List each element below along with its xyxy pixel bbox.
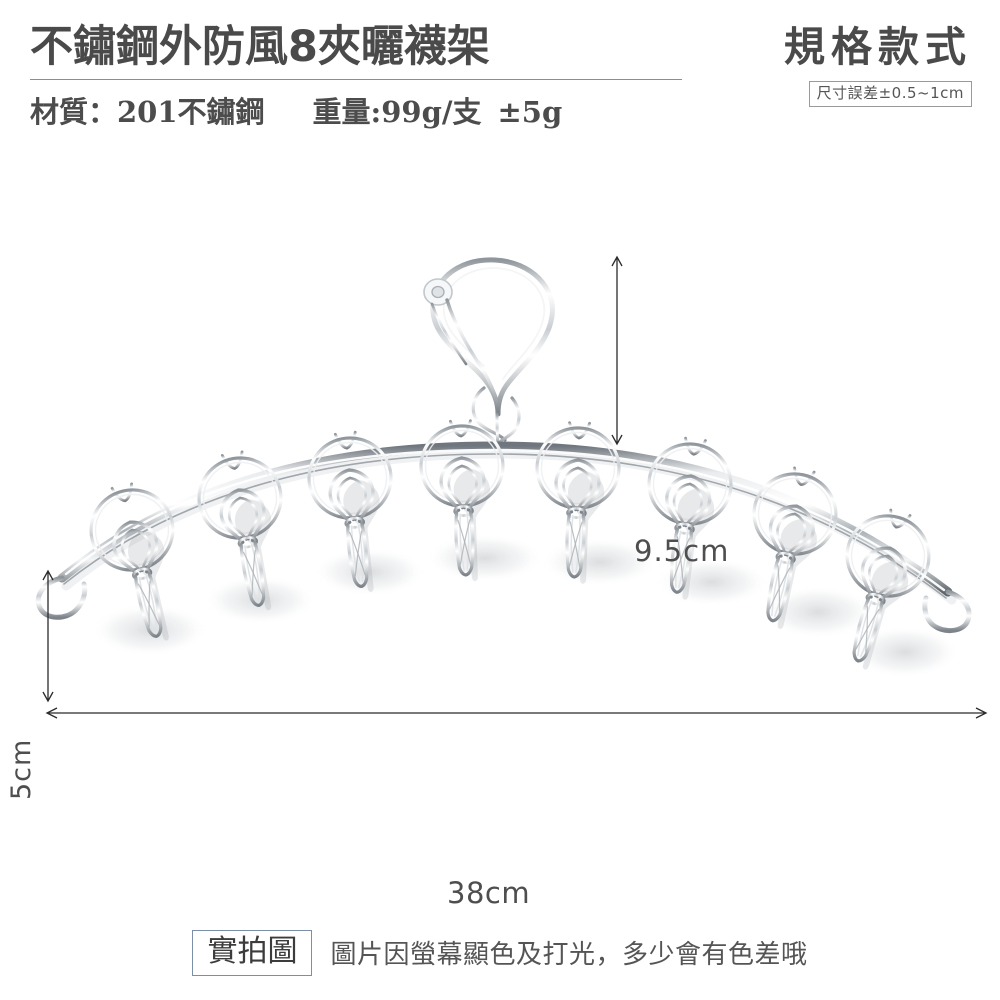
- title-divider: [30, 78, 682, 80]
- material-label: 材質：201不鏽鋼: [30, 94, 265, 129]
- section-title: 規格款式: [784, 23, 972, 71]
- footer-note-row: 實拍圖 圖片因螢幕顯色及打光，多少會有色差哦: [0, 929, 1000, 976]
- dimension-width-label: 38cm: [447, 876, 531, 910]
- hook-swivel: [423, 278, 453, 306]
- dimension-width: [45, 707, 988, 719]
- product-stage: 9.5cm 38cm 5cm: [0, 200, 1000, 910]
- page-title: 不鏽鋼外防風8夾曬襪架: [30, 22, 490, 72]
- spec-summary-line: 材質：201不鏽鋼 重量:99g/支 ±5g: [30, 89, 690, 131]
- dimension-height-label: 9.5cm: [634, 534, 730, 568]
- weight-label: 重量:99g/支: [312, 94, 482, 129]
- product-illustration: [35, 255, 988, 719]
- color-difference-note: 圖片因螢幕顯色及打光，多少會有色差哦: [330, 940, 808, 971]
- dimension-height: [611, 255, 623, 446]
- dimension-depth-label: 5cm: [6, 738, 37, 800]
- header-right-block: 規格款式 尺寸誤差±0.5~1cm: [712, 23, 972, 107]
- dimension-depth: [42, 569, 54, 703]
- hanger-hook: [423, 257, 555, 448]
- weight-tolerance-label: ±5g: [497, 94, 563, 129]
- real-photo-badge: 實拍圖: [192, 929, 313, 976]
- size-tolerance-badge: 尺寸誤差±0.5~1cm: [808, 81, 972, 107]
- dimension-lines: [42, 255, 988, 719]
- product-shadow: [92, 534, 959, 678]
- header-left-block: 不鏽鋼外防風8夾曬襪架 材質：201不鏽鋼 重量:99g/支 ±5g: [30, 22, 690, 131]
